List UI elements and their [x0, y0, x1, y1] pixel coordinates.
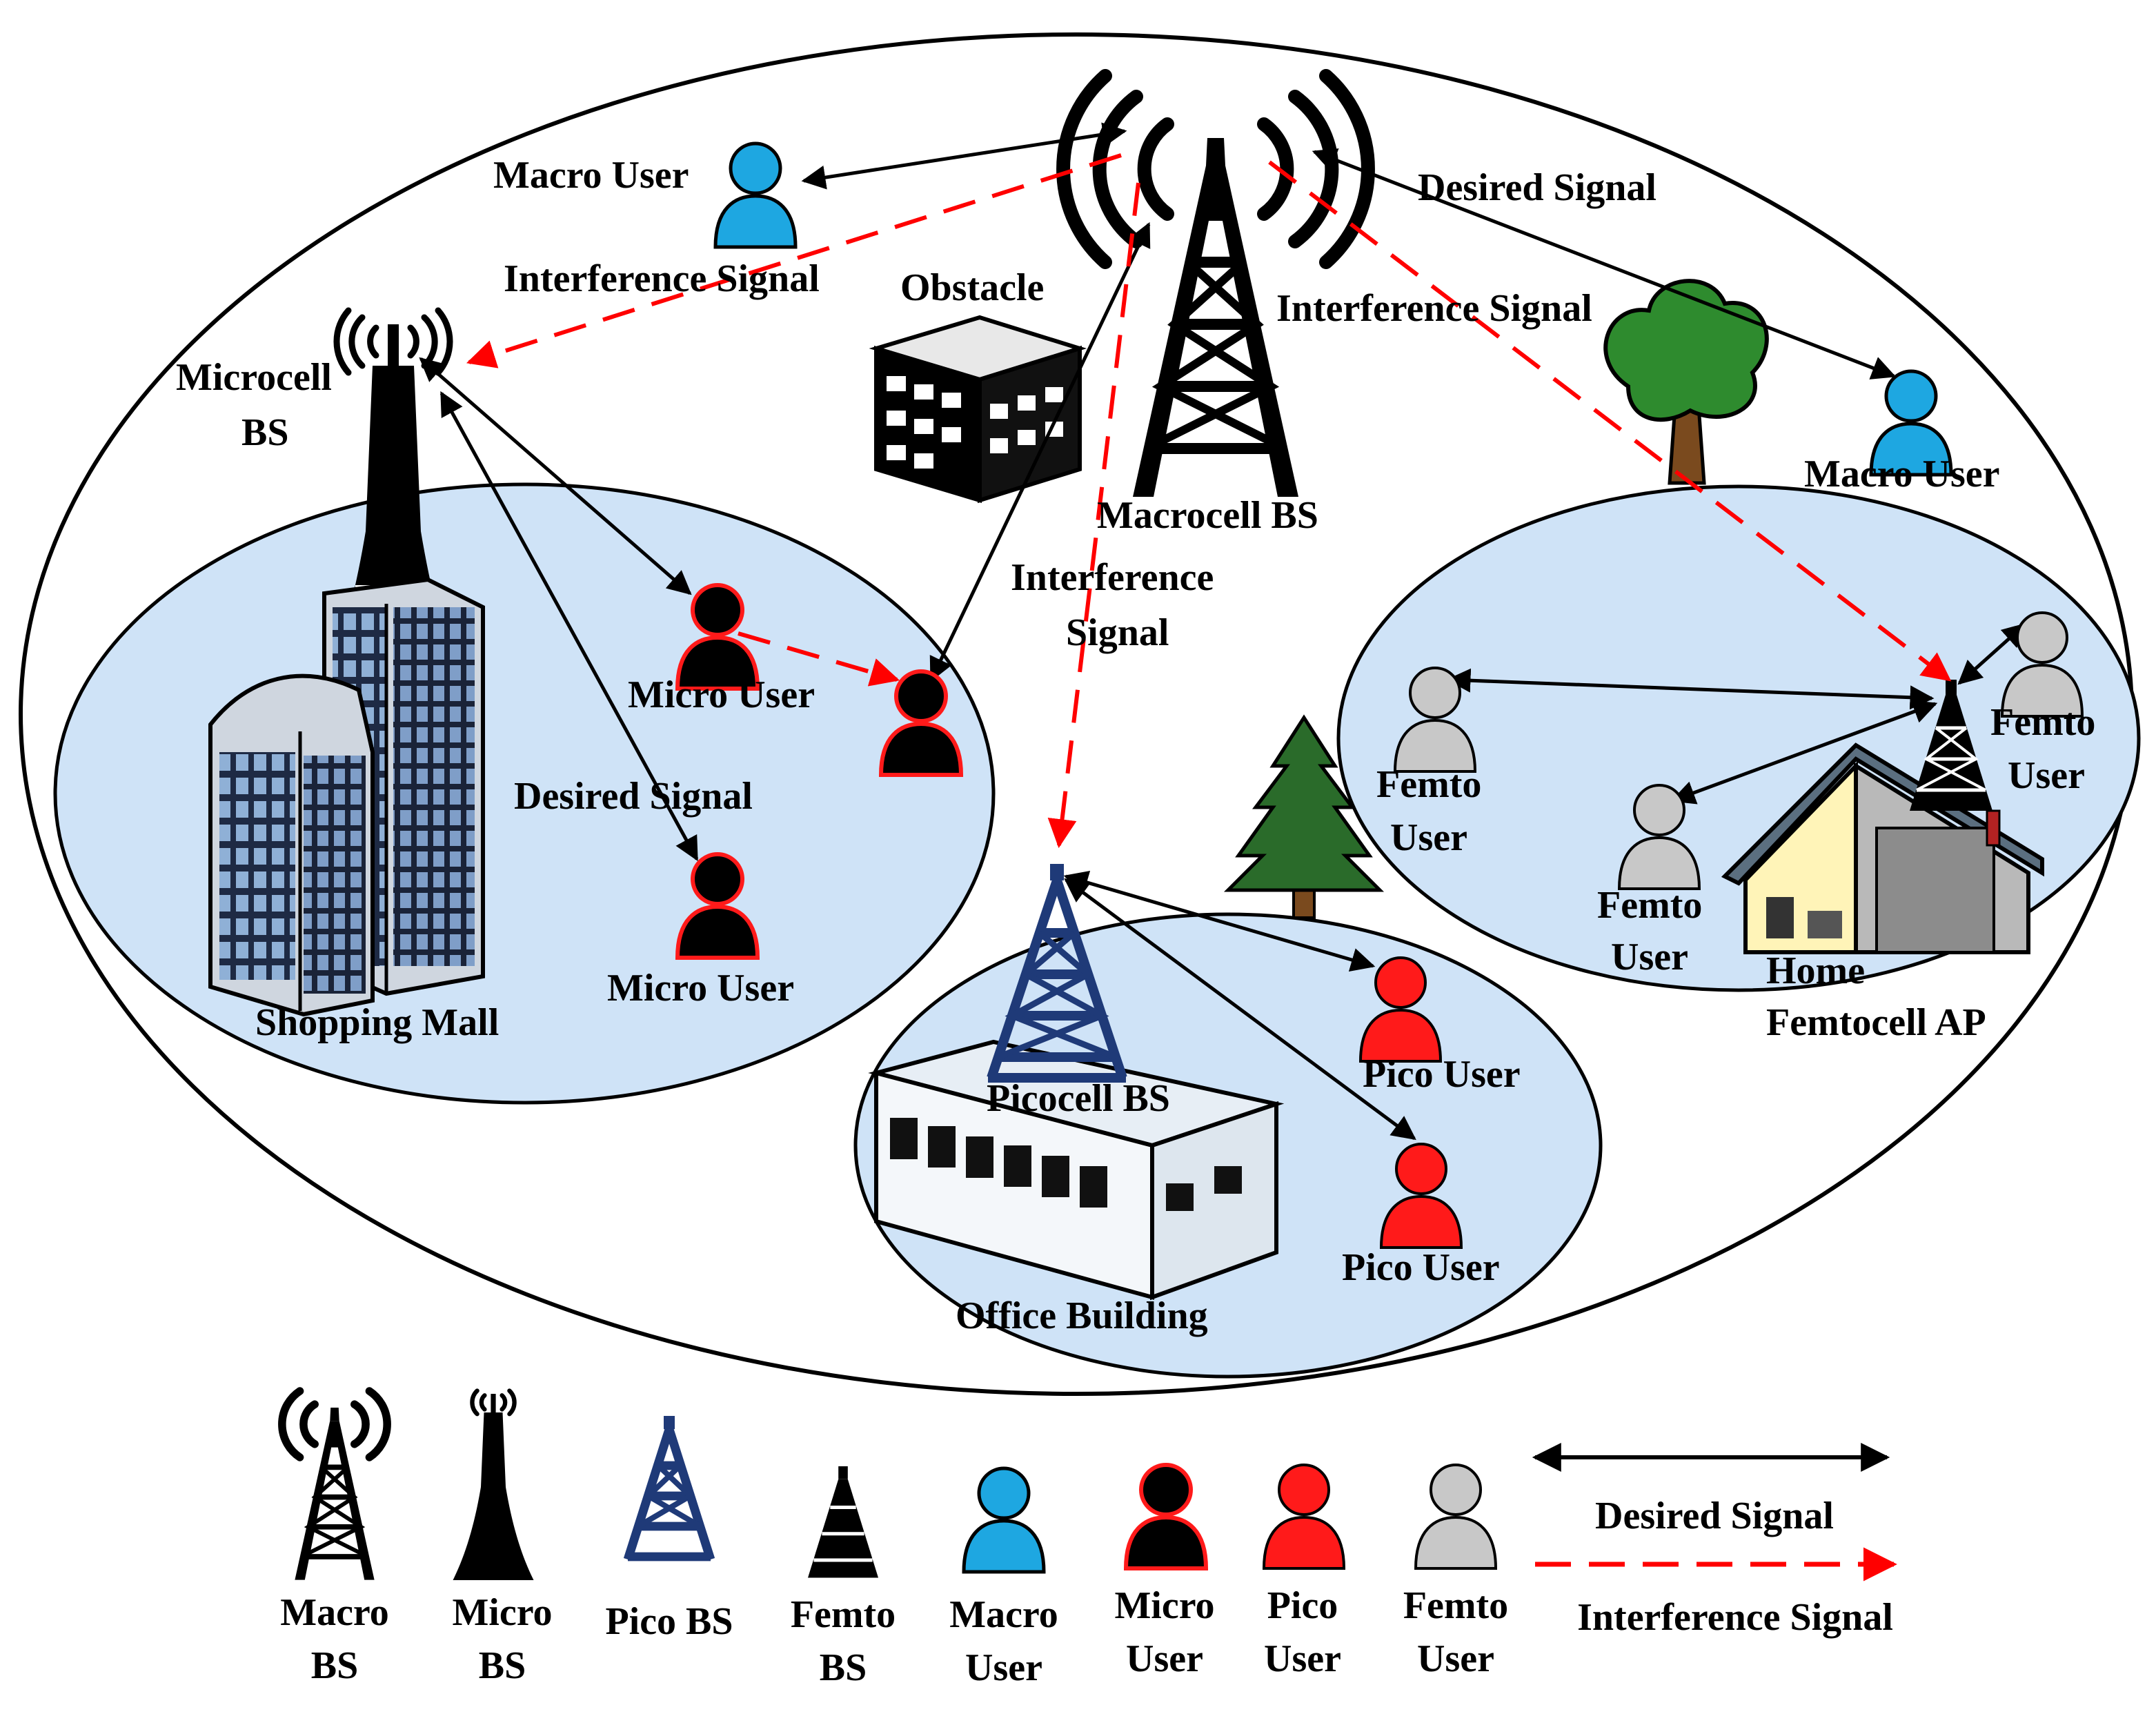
label-pico-user-2: Pico User — [1342, 1246, 1500, 1289]
label-macro-user-right: Macro User — [1804, 453, 2000, 495]
label-interference-signal-right: Interference Signal — [1276, 287, 1592, 330]
desired-signal-arrows — [419, 122, 2027, 1141]
label-obstacle: Obstacle — [900, 266, 1044, 309]
label-micro-user-1: Micro User — [628, 673, 815, 716]
label-picocell-bs: Picocell BS — [987, 1077, 1170, 1120]
label-macrocell-bs: Macrocell BS — [1097, 494, 1318, 537]
arrow-femto-to-femtouser-left — [1446, 668, 1935, 710]
label-interference-signal-left: Interference Signal — [504, 257, 820, 300]
legend-interference-signal-label: Interference Signal — [1577, 1596, 1893, 1639]
legend-pico-bs-label: Pico BS — [605, 1600, 733, 1643]
label-interference-center-1: Interference — [1011, 556, 1214, 599]
legend-micro-user-icon — [1126, 1465, 1206, 1568]
label-pico-user-1: Pico User — [1363, 1053, 1521, 1096]
legend-macro-bs-icon — [278, 1387, 391, 1580]
arrow-macro-via-obstacle — [929, 221, 1151, 682]
legend-micro-bs-icon — [453, 1388, 534, 1580]
label-femto-user-left-1: Femto — [1376, 763, 1481, 806]
arrow-pico-to-picouser-2 — [1064, 878, 1416, 1141]
legend-macro-user-label-1: Macro — [949, 1593, 1058, 1636]
legend-macro-user-icon — [964, 1468, 1044, 1572]
legend-femto-bs-label-1: Femto — [791, 1593, 896, 1636]
label-femto-user-left-2: User — [1390, 816, 1467, 859]
legend-femto-user-icon — [1414, 1464, 1497, 1570]
interf-macro-to-femto — [1268, 160, 1952, 682]
label-shopping-mall: Shopping Mall — [255, 1001, 499, 1044]
label-micro-user-2: Micro User — [607, 967, 794, 1009]
arrow-macro-to-macrouser-left — [801, 122, 1127, 190]
label-femto-user-mid-1: Femto — [1597, 884, 1702, 927]
label-microcell-bs-2: BS — [241, 411, 289, 454]
interf-microuser-to-microuser — [738, 631, 900, 687]
label-desired-signal-left: Desired Signal — [514, 775, 753, 818]
interference-signal-arrows — [466, 153, 1952, 849]
arrow-microbs-to-microuser-2 — [439, 391, 699, 862]
interf-macro-to-pico — [1047, 182, 1140, 849]
arrow-femto-to-femtouser-mid — [1670, 700, 1938, 805]
legend-micro-user-label-1: Micro — [1114, 1584, 1214, 1627]
label-microcell-bs-1: Microcell — [176, 356, 332, 399]
label-interference-center-2: Signal — [1066, 611, 1169, 654]
legend-pico-bs-icon — [623, 1416, 715, 1562]
legend-femto-user-label-1: Femto — [1403, 1584, 1508, 1627]
legend-micro-user-label-2: User — [1126, 1637, 1203, 1680]
legend-desired-signal-label: Desired Signal — [1595, 1495, 1834, 1537]
legend: Macro BS Micro BS Pico BS Femto BS Macro… — [278, 1387, 1897, 1689]
home-icon — [1721, 742, 2044, 954]
label-macro-user-top: Macro User — [493, 154, 689, 197]
label-home-femtocell-2: Femtocell AP — [1766, 1001, 1986, 1044]
legend-macro-user-label-2: User — [965, 1646, 1042, 1689]
legend-femto-user-label-2: User — [1417, 1637, 1494, 1680]
legend-femto-bs-label-2: BS — [820, 1646, 867, 1689]
arrow-macro-to-macrouser-right — [1312, 148, 1897, 380]
label-femto-user-mid-2: User — [1611, 936, 1688, 978]
legend-pico-user-label-1: Pico — [1267, 1584, 1338, 1627]
label-femto-user-right-1: Femto — [1990, 701, 2095, 744]
label-femto-user-right-2: User — [2008, 754, 2085, 797]
arrow-femto-to-femtouser-right — [1957, 622, 2027, 685]
obstacle-building-icon — [869, 315, 1087, 504]
legend-micro-bs-label-1: Micro — [452, 1591, 552, 1634]
legend-macro-bs-label-2: BS — [311, 1644, 359, 1687]
interf-macro-to-microbs — [466, 153, 1122, 368]
legend-macro-bs-label-1: Macro — [280, 1591, 389, 1634]
legend-micro-bs-label-2: BS — [479, 1644, 526, 1687]
legend-femto-bs-icon — [808, 1466, 878, 1578]
legend-pico-user-label-2: User — [1264, 1637, 1341, 1680]
label-home-femtocell-1: Home — [1766, 949, 1865, 992]
legend-pico-user-icon — [1263, 1464, 1345, 1570]
label-office-building: Office Building — [956, 1294, 1208, 1337]
label-desired-signal-top: Desired Signal — [1418, 166, 1656, 209]
